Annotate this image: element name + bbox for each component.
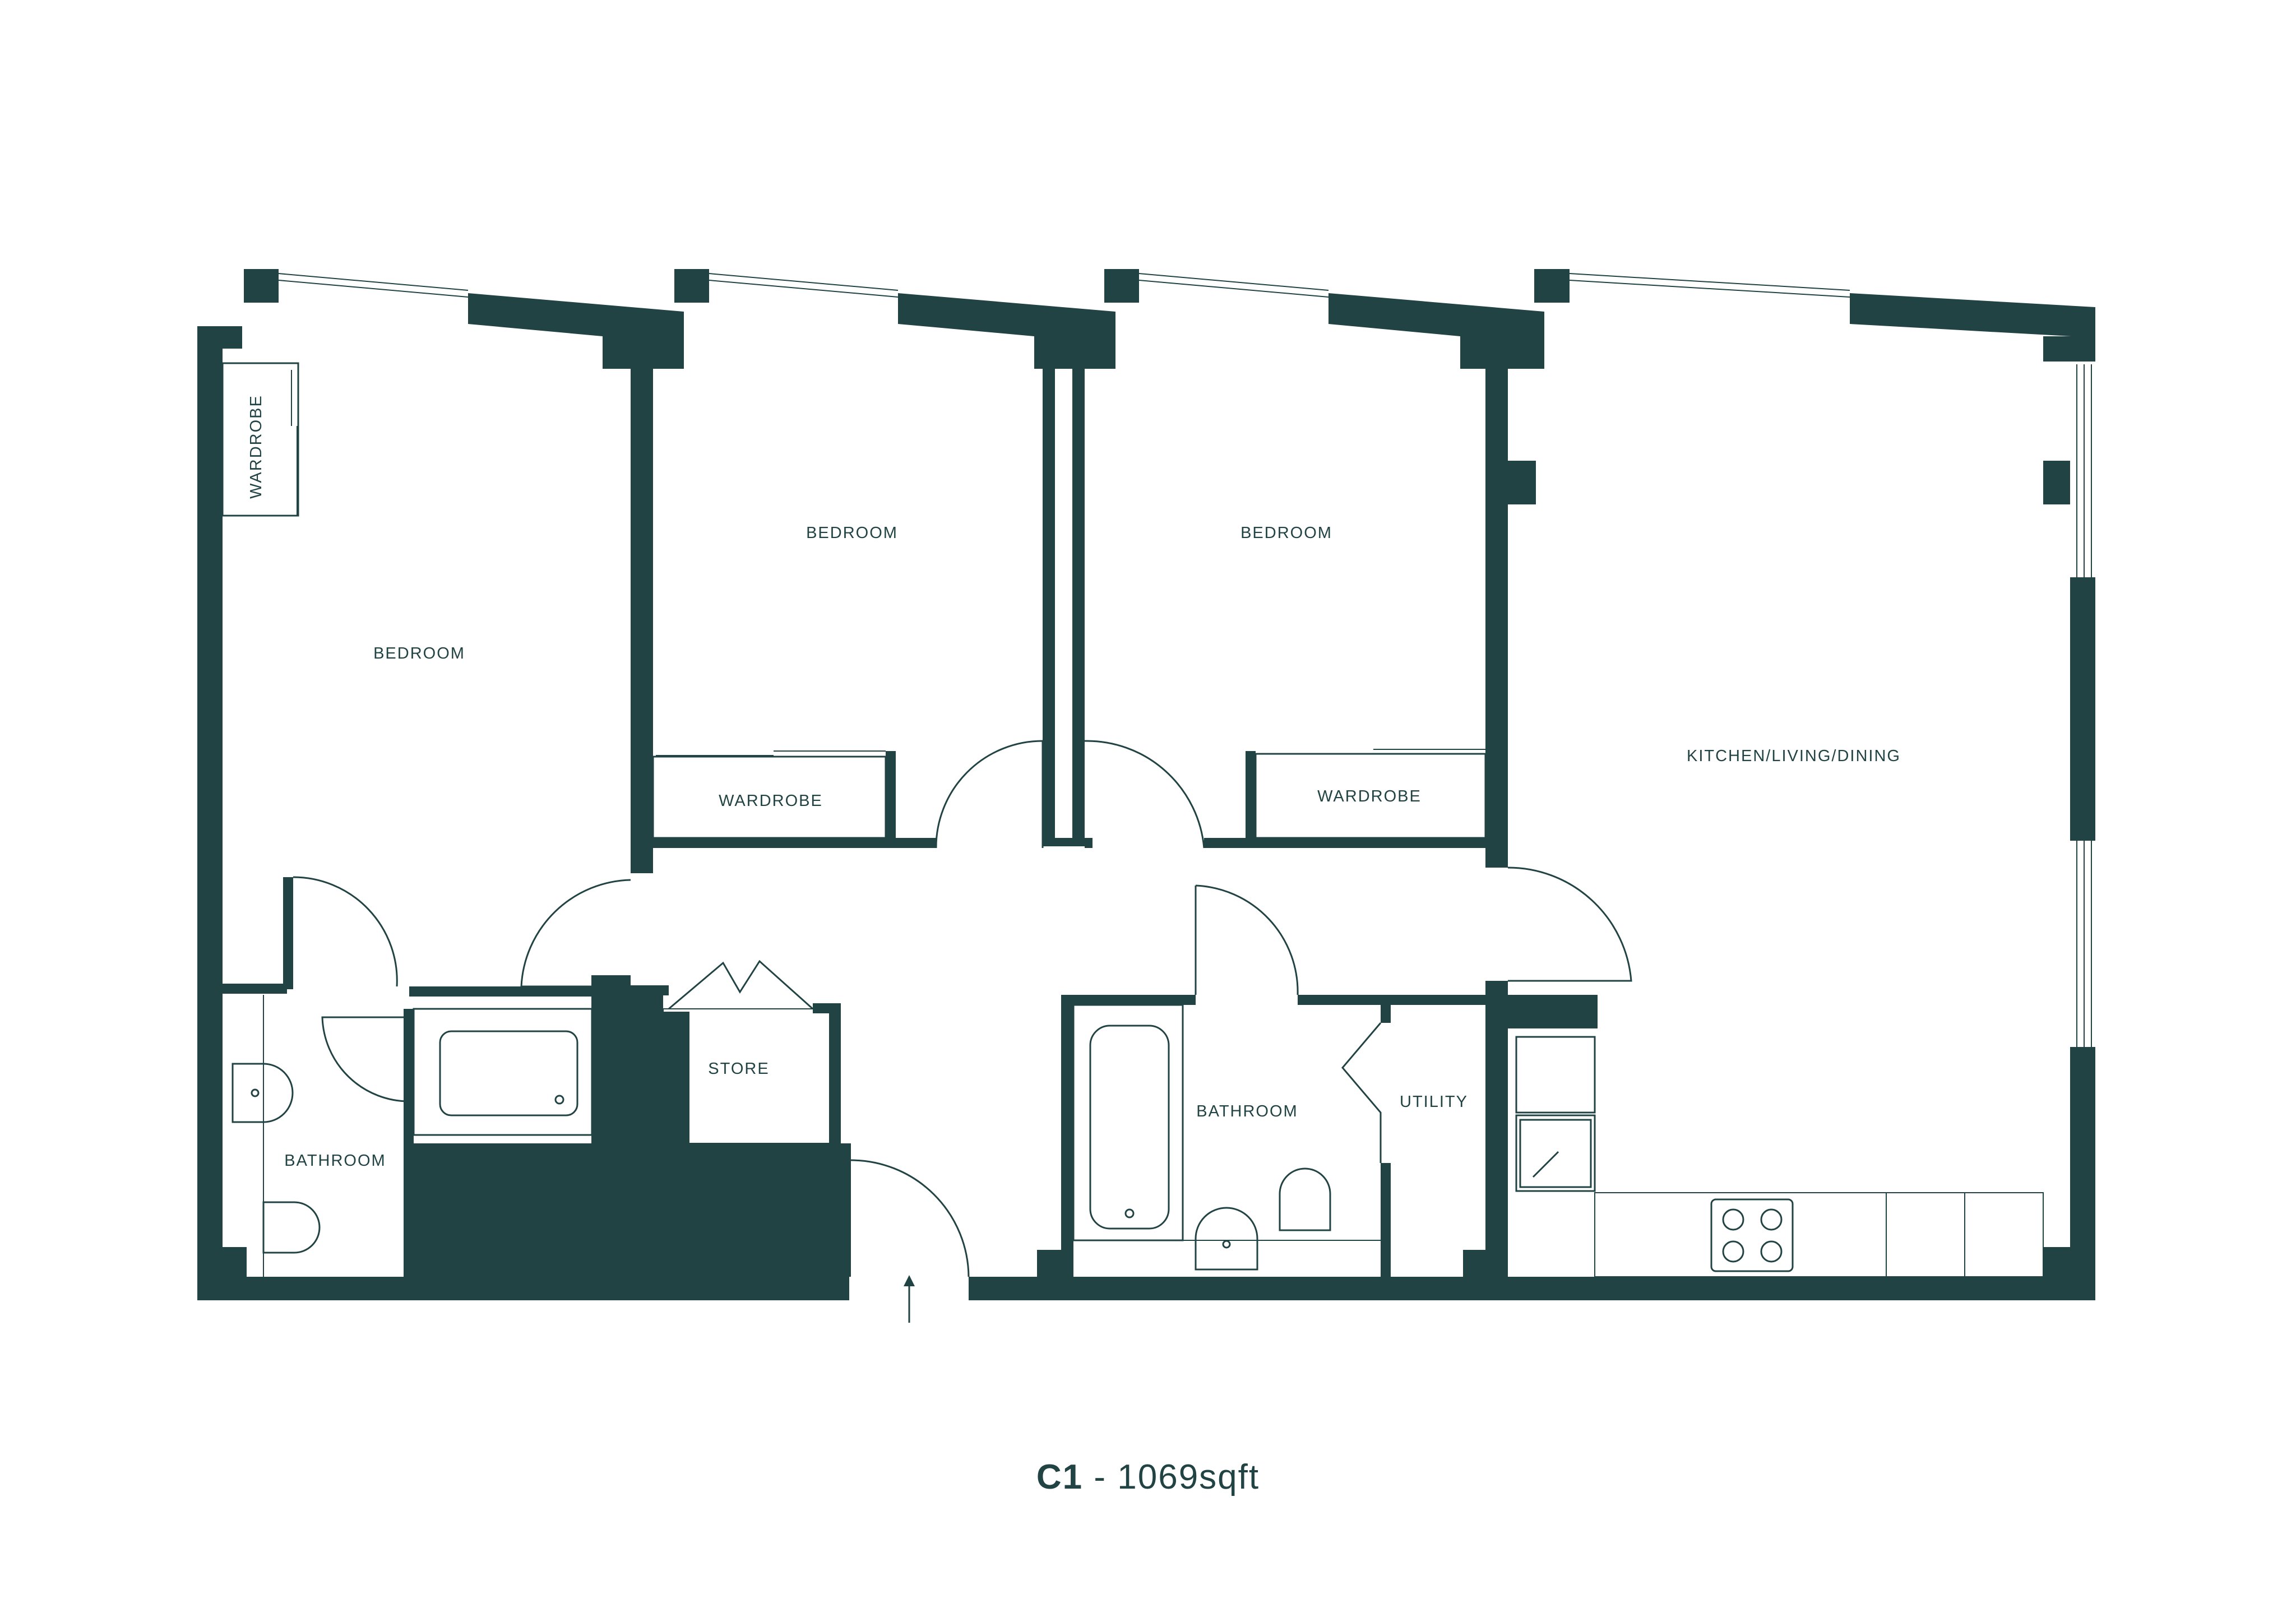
toilet-icon <box>1279 1167 1331 1231</box>
utility-top-stub <box>1381 995 1391 1023</box>
kitchen-unit-upper <box>1515 1036 1596 1114</box>
label-wardrobe-1: WARDROBE <box>247 395 265 499</box>
bottom-wall-left <box>197 1277 849 1300</box>
riser-block <box>414 985 841 1277</box>
top-wall-bedroom-2-right <box>898 293 1115 369</box>
bathtub-icon <box>413 1008 593 1136</box>
bath1-stub <box>591 975 631 985</box>
windows <box>278 273 2092 1047</box>
door-store <box>668 960 814 1010</box>
wall-bed2-bed3-b <box>1072 369 1085 845</box>
door-kitchen <box>1507 866 1632 982</box>
right-wall-upper <box>2070 577 2095 841</box>
unit-area: 1069sqft <box>1117 1458 1260 1496</box>
utility-top-wall <box>1391 995 1508 1005</box>
entrance-arrow-icon <box>904 1275 915 1323</box>
utility-stub-right <box>1463 1250 1485 1277</box>
bath2-top-wall <box>1061 995 1196 1005</box>
label-bathroom-1: BATHROOM <box>284 1152 386 1170</box>
top-wall-bedroom-1-right <box>468 293 684 369</box>
bath2-right-wall <box>1381 1163 1391 1277</box>
door-bathroom-2 <box>1195 884 1299 995</box>
bed2-bottom-wall <box>653 838 936 848</box>
label-bedroom-1: BEDROOM <box>373 645 465 662</box>
top-wall-bedroom-1 <box>244 269 279 303</box>
store-left-wall <box>653 985 663 1143</box>
door-bathroom-1b <box>321 1016 410 1102</box>
door-entrance <box>850 1159 970 1277</box>
bath2-top-right <box>1298 995 1385 1005</box>
door-bedroom-2 <box>935 740 1044 849</box>
store-outline <box>663 1008 830 1144</box>
label-bathroom-2: BATHROOM <box>1196 1102 1298 1120</box>
bath1-right-wall <box>404 1009 414 1277</box>
label-wardrobe-3: WARDROBE <box>1317 787 1422 805</box>
label-kitchen: KITCHEN/LIVING/DINING <box>1687 747 1901 765</box>
store-top-left <box>653 985 669 995</box>
bed3-wardrobe-wall <box>1246 751 1256 841</box>
label-utility: UTILITY <box>1400 1093 1468 1111</box>
wall-bed1-bed2 <box>631 369 653 873</box>
shower-tray-icon <box>1515 1114 1596 1192</box>
bath2-left-wall <box>1061 995 1073 1277</box>
wall-bed3-kitchen <box>1485 369 1508 868</box>
wall-bed2-bed3-a <box>1043 369 1055 845</box>
top-wall-kitchen-right <box>1850 293 2095 362</box>
kitchen-counter <box>1594 1192 2044 1277</box>
label-bedroom-2: BEDROOM <box>806 524 898 542</box>
door-utility <box>1341 1022 1382 1163</box>
bath1-left-wall <box>283 877 293 989</box>
top-wall-bedroom-3-left <box>1104 269 1139 303</box>
bed3-bottom-wall <box>1204 838 1485 848</box>
bath2-stub-left <box>1037 1250 1073 1277</box>
kitchen-unit-top <box>1508 995 1598 1028</box>
bath1-top-wall-right <box>409 986 631 997</box>
label-bedroom-3: BEDROOM <box>1240 524 1332 542</box>
entrance-left-wall <box>841 1143 851 1277</box>
left-wall-top-cap <box>197 326 242 349</box>
top-wall-bedroom-2-left <box>674 269 709 303</box>
wall-bed2-bed3-c <box>1043 838 1085 846</box>
toilet-icon <box>262 1201 321 1254</box>
top-wall-kitchen-corner <box>2043 336 2095 362</box>
bed1-bottom-wall-left <box>223 984 287 994</box>
right-wall-bottom-stub <box>2043 1247 2095 1300</box>
walls <box>197 269 2095 1300</box>
top-wall-bedroom-3-right <box>1328 293 1544 369</box>
unit-caption: C1 - 1069sqft <box>0 1457 2296 1497</box>
kitchen-pillar-left <box>1508 461 1536 504</box>
door-bathroom-1 <box>293 876 398 987</box>
wardrobe-2-outline <box>652 756 887 839</box>
utility-right-wall <box>1485 981 1508 1277</box>
room-labels: BEDROOM WARDROBE BEDROOM WARDROBE BEDROO… <box>247 395 1901 1170</box>
label-wardrobe-2: WARDROBE <box>719 792 823 810</box>
top-wall-kitchen-left <box>1534 269 1570 303</box>
hob-icon <box>1710 1198 1794 1272</box>
right-wall-pillar-1 <box>2043 461 2070 504</box>
wardrobe-1-outline <box>221 362 299 517</box>
bed2-wardrobe-wall <box>886 751 896 841</box>
bathtub-icon <box>1072 1004 1184 1241</box>
left-wall <box>197 326 223 1300</box>
bottom-wall-right <box>969 1277 2095 1300</box>
sink-icon <box>1195 1207 1258 1271</box>
unit-code: C1 <box>1036 1458 1084 1496</box>
door-bedroom-3 <box>1084 740 1205 849</box>
bed3-bottom-wall-left <box>1085 838 1093 848</box>
door-bedroom-1 <box>520 879 631 988</box>
label-store: STORE <box>708 1060 769 1078</box>
fixtures <box>221 273 2092 1323</box>
sink-icon <box>232 1063 294 1123</box>
caption-separator: - <box>1083 1458 1118 1496</box>
